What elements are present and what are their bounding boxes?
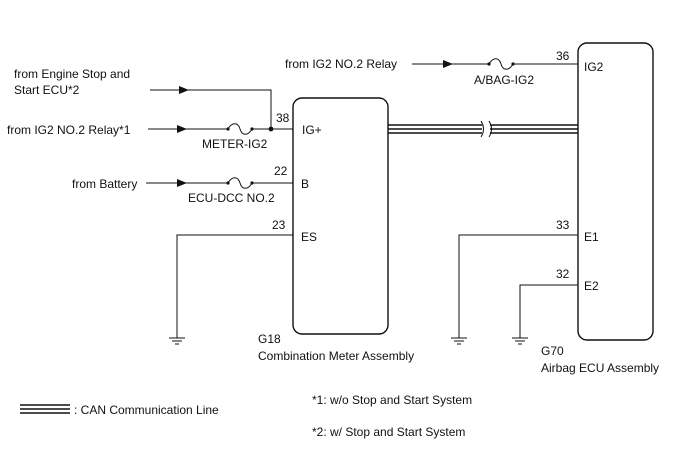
wire-airbag-e2-ground	[512, 284, 578, 345]
source-battery-label: from Battery	[72, 177, 137, 191]
combination-meter-box	[292, 97, 389, 335]
airbag-ecu-box	[577, 42, 654, 341]
airbag-pin-ig2-label: IG2	[584, 60, 604, 74]
airbag-pin-33-number: 33	[556, 218, 570, 232]
airbag-pin-36-number: 36	[556, 49, 570, 63]
meter-pin-es-label: ES	[301, 230, 317, 244]
note-2: *2: w/ Stop and Start System	[312, 425, 465, 439]
legend-can-line-symbol	[20, 404, 70, 414]
airbag-component-name: Airbag ECU Assembly	[541, 361, 659, 375]
meter-component-name: Combination Meter Assembly	[258, 349, 414, 363]
wire-ig2-relay-airbag	[412, 58, 578, 70]
source-engine-stop-label-line1: from Engine Stop and	[14, 67, 130, 81]
meter-pin-22-number: 22	[274, 164, 288, 178]
source-ig2-relay-top-label: from IG2 NO.2 Relay	[285, 57, 397, 71]
junction-dot	[268, 126, 274, 132]
wire-airbag-e1-ground	[451, 234, 578, 345]
wire-ig2-relay-meter	[148, 123, 293, 135]
source-ig2-relay-label: from IG2 NO.2 Relay*1	[7, 123, 131, 137]
ground-symbol	[512, 337, 528, 345]
airbag-connector-code: G70	[541, 344, 564, 358]
ground-symbol	[451, 337, 467, 345]
wire-engine-stop	[150, 86, 272, 129]
airbag-pin-e2-label: E2	[584, 279, 599, 293]
meter-pin-23-number: 23	[272, 218, 286, 232]
ground-symbol	[169, 337, 185, 345]
airbag-pin-32-number: 32	[556, 267, 570, 281]
meter-pin-38-number: 38	[276, 111, 290, 125]
note-1: *1: w/o Stop and Start System	[312, 393, 472, 407]
legend-can-line-label: : CAN Communication Line	[74, 403, 219, 417]
meter-pin-b-label: B	[301, 177, 309, 191]
meter-connector-code: G18	[258, 332, 281, 346]
fuse-ecu-dcc-label: ECU-DCC NO.2	[188, 191, 275, 205]
fuse-abag-ig2-label: A/BAG-IG2	[474, 73, 534, 87]
source-engine-stop-label-line2: Start ECU*2	[14, 83, 80, 97]
wire-battery-meter	[146, 177, 293, 189]
can-bus-line	[388, 120, 578, 138]
meter-pin-ig-plus-label: IG+	[302, 123, 322, 137]
fuse-meter-ig2-label: METER-IG2	[202, 137, 268, 151]
airbag-pin-e1-label: E1	[584, 230, 599, 244]
wire-meter-es-ground	[169, 234, 293, 345]
